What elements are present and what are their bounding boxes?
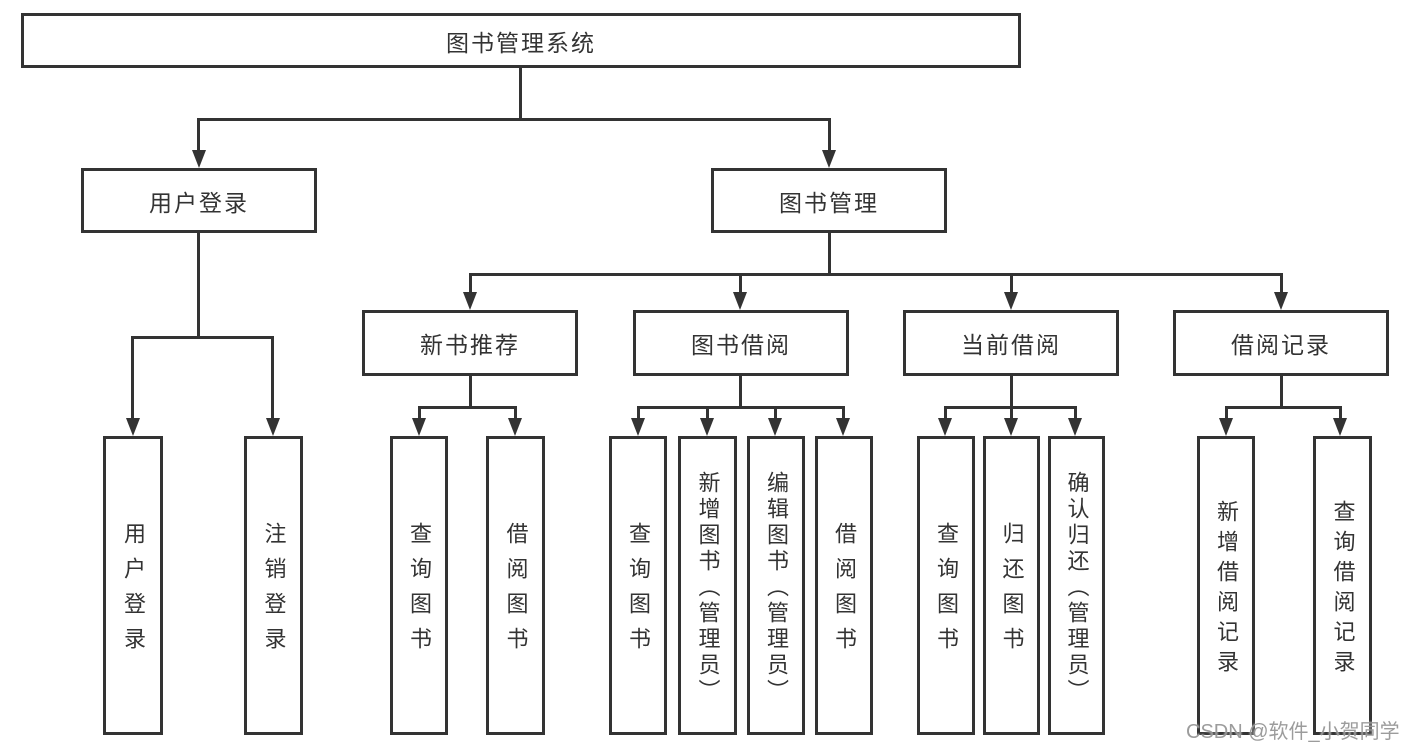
- node-new-book-recommend: 新书推荐: [362, 310, 578, 376]
- flow-line: [739, 376, 742, 408]
- leaf-label: 用户登录: [121, 522, 146, 662]
- flow-line: [1225, 406, 1342, 409]
- leaf-records-add-record: 新增借阅记录: [1197, 436, 1255, 735]
- arrowhead-down-icon: [631, 418, 645, 436]
- arrowhead-down-icon: [1333, 418, 1347, 436]
- arrowhead-down-icon: [1274, 292, 1288, 310]
- node-current-borrowing: 当前借阅: [903, 310, 1119, 376]
- arrowhead-down-icon: [508, 418, 522, 436]
- node-label: 图书借阅: [691, 332, 791, 358]
- arrowhead-down-icon: [192, 150, 206, 168]
- flow-line: [271, 336, 274, 418]
- arrowhead-down-icon: [836, 418, 850, 436]
- flow-line: [469, 273, 472, 292]
- flow-line: [828, 233, 831, 276]
- flow-line: [944, 406, 947, 418]
- arrowhead-down-icon: [1004, 292, 1018, 310]
- arrowhead-down-icon: [938, 418, 952, 436]
- arrowhead-down-icon: [126, 418, 140, 436]
- node-label: 图书管理系统: [446, 29, 596, 56]
- leaf-label: 查询图书: [626, 522, 651, 662]
- flow-line: [197, 118, 200, 150]
- flow-line: [514, 406, 517, 418]
- leaf-label: 确认归还（管理员）: [1064, 470, 1090, 705]
- node-label: 新书推荐: [420, 332, 520, 358]
- flow-line: [197, 118, 831, 121]
- flow-line: [1010, 376, 1013, 408]
- node-label: 借阅记录: [1231, 332, 1331, 358]
- flow-line: [131, 336, 134, 418]
- flow-line: [418, 406, 421, 418]
- arrowhead-down-icon: [733, 292, 747, 310]
- flow-line: [1225, 406, 1228, 418]
- flow-line: [1339, 406, 1342, 418]
- leaf-user-login: 用户登录: [103, 436, 163, 735]
- csdn-watermark: CSDN @软件_小贺同学: [1186, 721, 1400, 743]
- flow-line: [418, 406, 517, 409]
- leaf-current-query-books: 查询图书: [917, 436, 975, 735]
- flow-line: [519, 68, 522, 120]
- leaf-current-return-books: 归还图书: [983, 436, 1040, 735]
- leaf-label: 注销登录: [261, 522, 287, 662]
- flow-line: [1280, 273, 1283, 292]
- leaf-label: 查询借阅记录: [1330, 499, 1356, 680]
- leaf-label: 借阅图书: [832, 522, 857, 662]
- flow-line: [1010, 406, 1013, 418]
- flow-line: [842, 406, 845, 418]
- node-label: 当前借阅: [961, 332, 1061, 358]
- leaf-label: 新增图书（管理员）: [695, 470, 721, 705]
- arrowhead-down-icon: [822, 150, 836, 168]
- flow-line: [739, 273, 742, 292]
- leaf-current-confirm-return-admin: 确认归还（管理员）: [1048, 436, 1105, 735]
- node-label: 用户登录: [149, 189, 249, 216]
- flow-line: [1074, 406, 1077, 418]
- leaf-logout: 注销登录: [244, 436, 303, 735]
- leaf-borrow-borrow-books: 借阅图书: [815, 436, 873, 735]
- leaf-label: 查询图书: [407, 522, 432, 662]
- node-label: 图书管理: [779, 189, 879, 216]
- leaf-label: 查询图书: [934, 522, 959, 662]
- flow-line: [637, 406, 845, 409]
- arrowhead-down-icon: [768, 418, 782, 436]
- arrowhead-down-icon: [1004, 418, 1018, 436]
- arrowhead-down-icon: [266, 418, 280, 436]
- flow-line: [469, 376, 472, 408]
- flow-line: [828, 118, 831, 150]
- leaf-records-query-record: 查询借阅记录: [1313, 436, 1372, 735]
- flow-line: [706, 406, 709, 418]
- arrowhead-down-icon: [1219, 418, 1233, 436]
- leaf-newbook-query-books: 查询图书: [390, 436, 448, 735]
- leaf-borrow-edit-books-admin: 编辑图书（管理员）: [747, 436, 805, 735]
- leaf-borrow-add-books-admin: 新增图书（管理员）: [678, 436, 737, 735]
- node-user-login: 用户登录: [81, 168, 317, 233]
- flow-line: [132, 336, 274, 339]
- node-book-borrowing: 图书借阅: [633, 310, 849, 376]
- flow-line: [637, 406, 640, 418]
- leaf-label: 借阅图书: [503, 522, 529, 662]
- leaf-label: 编辑图书（管理员）: [764, 470, 789, 705]
- flow-line: [1010, 273, 1013, 292]
- flow-line: [774, 406, 777, 418]
- arrowhead-down-icon: [1068, 418, 1082, 436]
- node-library-system: 图书管理系统: [21, 13, 1021, 68]
- flow-line: [469, 273, 1283, 276]
- node-borrow-records: 借阅记录: [1173, 310, 1389, 376]
- node-book-management: 图书管理: [711, 168, 947, 233]
- flow-line: [197, 233, 200, 339]
- arrowhead-down-icon: [463, 292, 477, 310]
- leaf-label: 新增借阅记录: [1214, 499, 1239, 680]
- arrowhead-down-icon: [412, 418, 426, 436]
- flow-line: [1280, 376, 1283, 408]
- leaf-borrow-query-books: 查询图书: [609, 436, 667, 735]
- arrowhead-down-icon: [700, 418, 714, 436]
- leaf-newbook-borrow-books: 借阅图书: [486, 436, 545, 735]
- leaf-label: 归还图书: [999, 522, 1025, 662]
